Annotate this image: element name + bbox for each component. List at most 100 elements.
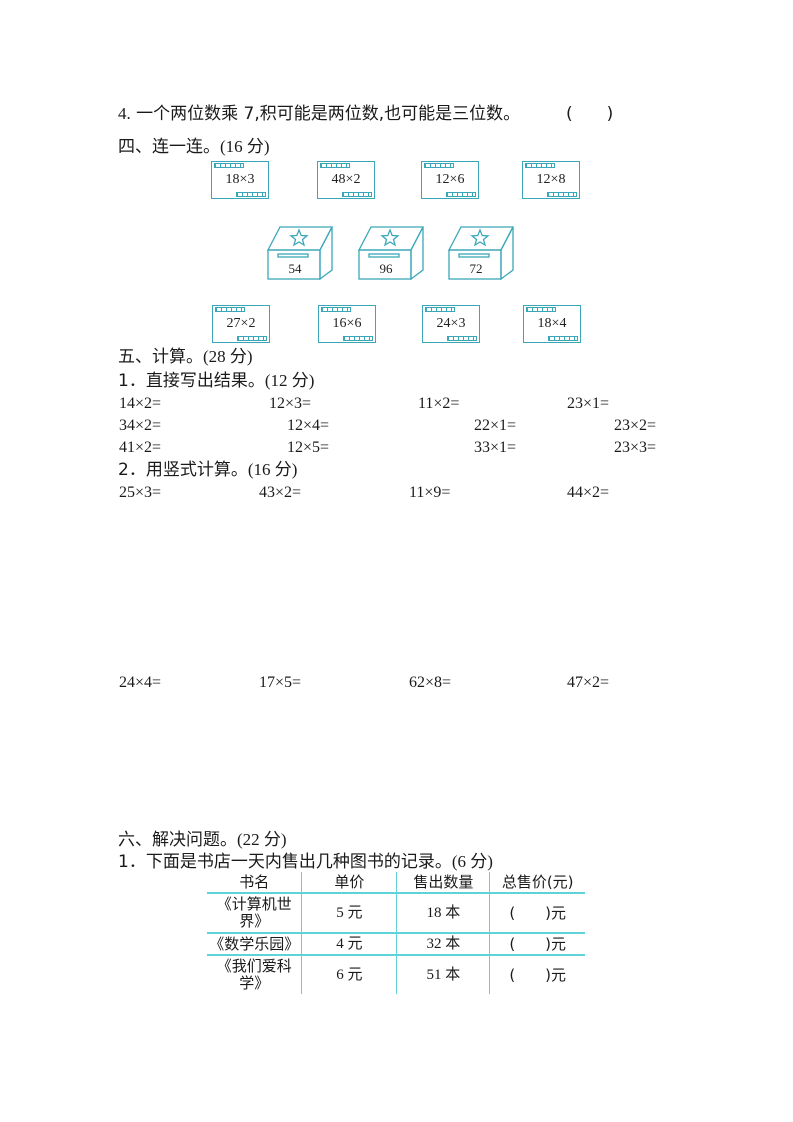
- cell-quantity: 18 本: [396, 893, 491, 934]
- card-strip-decoration: [447, 336, 477, 341]
- vertical-problem[interactable]: 24×4=: [119, 674, 162, 691]
- header-book-name: 书名: [207, 872, 303, 894]
- card-strip-decoration: [215, 307, 245, 312]
- cell-total-blank[interactable]: ( )元: [489, 933, 585, 956]
- header-unit-price: 单价: [301, 872, 398, 894]
- answer-box[interactable]: 54: [266, 224, 336, 282]
- expression-card[interactable]: 18×3: [211, 161, 269, 199]
- expression-card[interactable]: 12×8: [522, 161, 580, 199]
- card-expression: 18×3: [225, 172, 255, 187]
- oral-problem[interactable]: 12×3=: [269, 395, 312, 412]
- card-strip-decoration: [342, 192, 372, 197]
- card-strip-decoration: [548, 336, 578, 341]
- part-1-heading: 1．直接写出结果。(12 分): [118, 371, 314, 391]
- star-icon: [289, 228, 309, 247]
- expression-card[interactable]: 16×6: [318, 305, 376, 343]
- oral-problem[interactable]: 33×1=: [474, 439, 517, 456]
- oral-problem[interactable]: 12×5=: [287, 439, 330, 456]
- star-icon: [470, 228, 490, 247]
- card-expression: 24×3: [436, 316, 466, 331]
- cell-unit-price: 5 元: [301, 893, 398, 934]
- mailbox-icon: [266, 226, 334, 281]
- part-title: 2．用竖式计算。: [118, 460, 248, 480]
- card-strip-decoration: [343, 336, 373, 341]
- vertical-problem[interactable]: 44×2=: [567, 484, 610, 501]
- card-expression: 27×2: [226, 316, 256, 331]
- table-row: 《我们爱科学》 6 元 51 本 ( )元: [207, 955, 585, 994]
- cell-book-name: 《我们爱科学》: [207, 955, 303, 994]
- question-title: 1．下面是书店一天内售出几种图书的记录。: [118, 852, 452, 872]
- question-number: 4.: [118, 104, 131, 123]
- box-value: 54: [288, 261, 302, 276]
- answer-box[interactable]: 96: [357, 224, 427, 282]
- question-4: 4. 一个两位数乘 7,积可能是两位数,也可能是三位数。: [118, 104, 520, 124]
- card-strip-decoration: [526, 307, 556, 312]
- mailbox-icon: [447, 226, 515, 281]
- card-strip-decoration: [525, 163, 555, 168]
- vertical-problem[interactable]: 25×3=: [119, 484, 162, 501]
- expression-card[interactable]: 24×3: [422, 305, 480, 343]
- cell-unit-price: 6 元: [301, 955, 398, 994]
- card-expression: 16×6: [332, 316, 362, 331]
- table-row: 《数学乐园》 4 元 32 本 ( )元: [207, 933, 585, 956]
- cell-book-name: 《计算机世界》: [207, 893, 303, 934]
- table-header-row: 书名 单价 售出数量 总售价(元): [207, 872, 585, 894]
- box-value: 72: [469, 261, 483, 276]
- card-strip-decoration: [214, 163, 244, 168]
- expression-card[interactable]: 48×2: [317, 161, 375, 199]
- oral-problem[interactable]: 12×4=: [287, 417, 330, 434]
- cell-book-name: 《数学乐园》: [207, 933, 303, 956]
- part-score: (12 分): [264, 371, 315, 390]
- expression-card[interactable]: 12×6: [421, 161, 479, 199]
- oral-problem[interactable]: 23×2=: [614, 417, 657, 434]
- vertical-problem[interactable]: 47×2=: [567, 674, 610, 691]
- cell-quantity: 51 本: [396, 955, 491, 994]
- oral-problem[interactable]: 23×3=: [614, 439, 657, 456]
- card-strip-decoration: [321, 307, 351, 312]
- cell-total-blank[interactable]: ( )元: [489, 893, 585, 934]
- vertical-problem[interactable]: 43×2=: [259, 484, 302, 501]
- card-strip-decoration: [425, 307, 455, 312]
- question-1-heading: 1．下面是书店一天内售出几种图书的记录。(6 分): [118, 852, 493, 872]
- part-title: 1．直接写出结果。: [118, 371, 265, 391]
- oral-problem[interactable]: 14×2=: [119, 395, 162, 412]
- section-5-heading: 五、计算。(28 分): [118, 347, 253, 367]
- section-score: (28 分): [203, 347, 253, 366]
- cell-unit-price: 4 元: [301, 933, 398, 956]
- card-strip-decoration: [236, 192, 266, 197]
- section-4-heading: 四、连一连。(16 分): [118, 137, 270, 157]
- header-quantity-sold: 售出数量: [396, 872, 491, 894]
- card-strip-decoration: [237, 336, 267, 341]
- vertical-problem[interactable]: 11×9=: [409, 484, 451, 501]
- card-expression: 12×8: [536, 172, 566, 187]
- expression-card[interactable]: 18×4: [523, 305, 581, 343]
- section-score: (16 分): [220, 137, 270, 156]
- card-expression: 18×4: [537, 316, 567, 331]
- section-title: 五、计算。: [118, 347, 203, 367]
- oral-problem[interactable]: 41×2=: [119, 439, 162, 456]
- answer-blank[interactable]: ( ): [566, 104, 614, 124]
- box-value: 96: [379, 261, 393, 276]
- section-6-heading: 六、解决问题。(22 分): [118, 830, 287, 850]
- table-row: 《计算机世界》 5 元 18 本 ( )元: [207, 893, 585, 934]
- oral-problem[interactable]: 34×2=: [119, 417, 162, 434]
- part-2-heading: 2．用竖式计算。(16 分): [118, 460, 297, 480]
- answer-box[interactable]: 72: [447, 224, 517, 282]
- section-score: (22 分): [237, 830, 287, 849]
- section-title: 六、解决问题。: [118, 830, 237, 850]
- vertical-problem[interactable]: 62×8=: [409, 674, 452, 691]
- expression-card[interactable]: 27×2: [212, 305, 270, 343]
- question-score: (6 分): [451, 852, 493, 871]
- card-strip-decoration: [446, 192, 476, 197]
- cell-total-blank[interactable]: ( )元: [509, 965, 567, 984]
- card-expression: 48×2: [331, 172, 361, 187]
- vertical-problem[interactable]: 17×5=: [259, 674, 302, 691]
- header-total-price: 总售价(元): [489, 872, 585, 894]
- oral-problem[interactable]: 11×2=: [418, 395, 460, 412]
- book-sales-table: 书名 单价 售出数量 总售价(元) 《计算机世界》 5 元 18 本 ( )元 …: [207, 872, 585, 994]
- oral-problem[interactable]: 23×1=: [567, 395, 610, 412]
- oral-problem[interactable]: 22×1=: [474, 417, 517, 434]
- card-strip-decoration: [547, 192, 577, 197]
- section-title: 四、连一连。: [118, 137, 220, 157]
- question-text: 一个两位数乘 7,积可能是两位数,也可能是三位数。: [136, 104, 521, 124]
